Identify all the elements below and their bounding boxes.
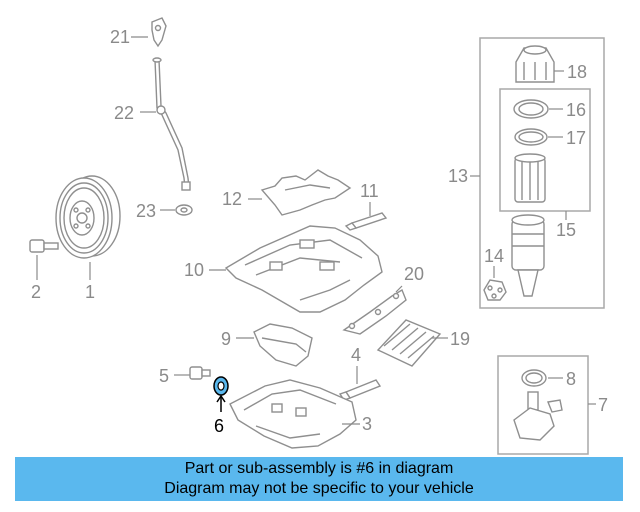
part-16-o-ring [513,99,549,119]
parts-diagram: 21 22 23 1 2 12 [29,17,608,455]
callout-15: 15 [556,220,576,240]
callout-10: 10 [184,260,204,280]
part-23-washer [175,204,193,216]
callout-8: 8 [566,369,576,389]
callout-6: 6 [214,416,224,436]
callout-3: 3 [362,414,372,434]
part-22-dipstick-tube [152,57,191,191]
filter-housing [511,214,545,297]
part-1-pulley [55,175,121,259]
banner-line-1: Part or sub-assembly is #6 in diagram [184,460,454,477]
callout-11: 11 [360,181,379,201]
callout-1: 1 [85,282,95,302]
part-7-oil-level-sensor [513,391,563,441]
callout-9: 9 [221,329,231,349]
callout-22: 22 [114,103,134,123]
part-11-sealant-tube [344,212,388,231]
part-2-bolt [29,239,59,253]
box-15 [499,88,591,212]
part-17-o-ring [514,128,548,146]
box-13 [479,37,605,309]
part-14-seal [483,279,507,301]
part-info-banner: Part or sub-assembly is #6 in diagram Di… [15,457,623,501]
part-9-baffle [253,323,313,367]
callout-12: 12 [222,189,242,209]
part-19-oil-cooler [376,319,442,367]
callout-18: 18 [567,62,587,82]
callout-23: 23 [136,201,156,221]
arrow-6 [216,394,226,403]
leader-20 [395,285,403,293]
callout-17: 17 [566,128,586,148]
callout-5: 5 [159,366,169,386]
part-6-seal-ring [213,376,229,396]
filter-element [514,153,546,203]
part-3-oil-pan [229,379,357,449]
part-8-o-ring [521,369,547,387]
part-10-bedplate [224,225,383,313]
callout-7: 7 [598,395,608,415]
callout-13: 13 [448,166,468,186]
part-20-gasket [342,288,407,335]
box-7 [497,355,589,455]
part-12-cover-plate [260,169,352,216]
part-5-drain-plug [189,366,211,380]
callout-20: 20 [404,264,424,284]
callout-19: 19 [450,329,470,349]
callout-14: 14 [484,246,504,266]
part-21-dipstick-handle [151,17,167,48]
callout-16: 16 [566,100,586,120]
part-4-sealant-tube [338,379,382,401]
banner-line-2: Diagram may not be specific to your vehi… [164,480,474,497]
callout-2: 2 [31,282,41,302]
part-18-filter-cap [515,45,555,83]
callout-4: 4 [351,345,361,365]
callout-21: 21 [110,27,130,47]
